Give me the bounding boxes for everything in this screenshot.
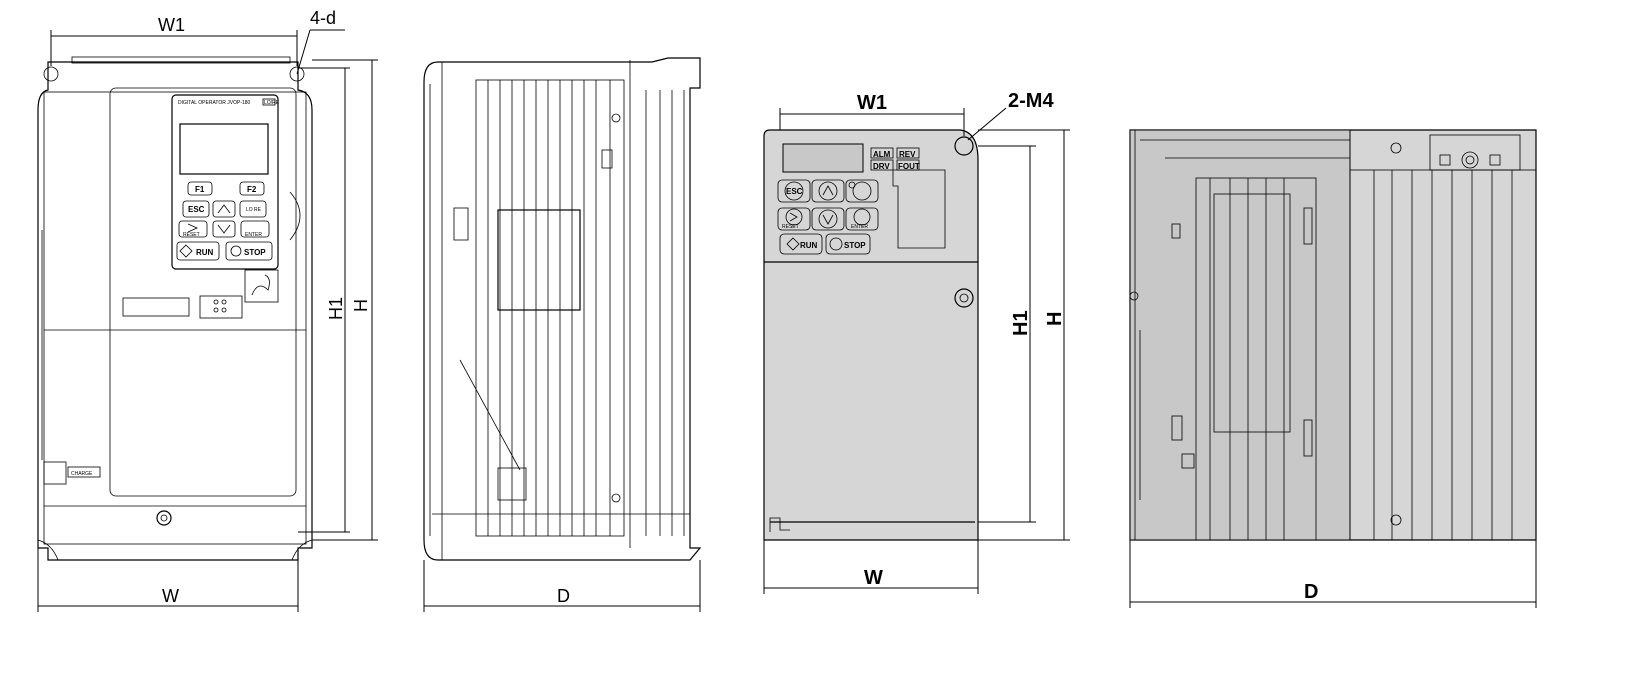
key-lo-re[interactable] xyxy=(239,200,267,218)
small-dim-holes-label: 2-M4 xyxy=(1008,90,1054,112)
right-arrow-icon xyxy=(187,223,198,233)
dim-h1-label: H1 xyxy=(326,297,346,320)
small-key-reset-label: RESET xyxy=(782,224,799,230)
small-key-down[interactable] xyxy=(811,207,845,231)
small-front-view: ALM REV DRV FOUT ESC RESET ENTER RUN S xyxy=(763,90,1070,594)
small-key-stop-label: STOP xyxy=(844,241,866,250)
key-f1-label: F1 xyxy=(195,185,205,194)
small-down-arrow-icon xyxy=(822,214,834,225)
small-key-run-label: RUN xyxy=(800,241,818,250)
small-key-esc[interactable] xyxy=(777,179,811,203)
key-run[interactable] xyxy=(176,241,220,261)
operator-badge: LO/RE xyxy=(264,100,280,106)
key-esc[interactable] xyxy=(182,200,210,218)
dim-w1-label: W1 xyxy=(158,15,185,35)
small-key-enter-label: ENTER xyxy=(851,224,868,230)
small-right-arrow-icon xyxy=(789,212,798,222)
up-arrow-icon xyxy=(217,204,231,214)
key-up[interactable] xyxy=(212,200,236,218)
key-f1[interactable] xyxy=(187,181,213,196)
key-esc-label: ESC xyxy=(188,205,205,214)
small-key-esc-label: ESC xyxy=(786,187,803,196)
key-reset[interactable] xyxy=(178,220,208,238)
key-enter-label: ENTER xyxy=(245,232,262,238)
small-key-enter[interactable] xyxy=(845,207,879,231)
large-side-view: D xyxy=(423,57,702,612)
dim-w-label: W xyxy=(162,586,179,606)
large-front-view: DIGITAL OPERATOR JVOP-180 LO/RE F1 F2 ES… xyxy=(37,8,378,612)
small-key-lo-re[interactable] xyxy=(845,179,879,203)
stop-gear-icon xyxy=(230,245,242,257)
led-fout: FOUT xyxy=(898,162,920,171)
small-dim-h-label: H xyxy=(1044,312,1066,326)
led-window xyxy=(199,295,243,319)
charge-label-box xyxy=(67,466,101,478)
small-up-arrow-icon xyxy=(822,185,834,196)
mount-hole-tl xyxy=(43,66,59,82)
connector-port xyxy=(244,269,279,303)
small-dim-d-label: D xyxy=(1304,581,1318,603)
key-stop-label: STOP xyxy=(244,248,266,257)
down-arrow-icon xyxy=(217,224,231,234)
key-run-label: RUN xyxy=(196,248,214,257)
nameplate-window xyxy=(122,297,190,317)
key-f2-label: F2 xyxy=(247,185,257,194)
small-side-view: D xyxy=(1129,129,1537,608)
small-run-diamond-icon xyxy=(786,237,800,251)
charge-label: CHARGE xyxy=(71,471,93,477)
digital-operator: DIGITAL OPERATOR JVOP-180 LO/RE F1 F2 ES… xyxy=(171,94,280,270)
mount-hole-tr xyxy=(289,66,305,82)
key-reset-label: RESET xyxy=(183,232,200,238)
operator-display xyxy=(179,123,269,175)
key-lo-re-label: LO RE xyxy=(246,207,262,213)
led-alm: ALM xyxy=(873,150,891,159)
key-f2[interactable] xyxy=(239,181,265,196)
small-key-up[interactable] xyxy=(811,179,845,203)
operator-model-text: DIGITAL OPERATOR JVOP-180 xyxy=(178,100,251,106)
key-stop[interactable] xyxy=(225,241,273,261)
dim-h-label: H xyxy=(351,299,371,312)
dim-d-label: D xyxy=(557,586,570,606)
small-display xyxy=(782,143,864,173)
led-drv: DRV xyxy=(873,162,890,171)
dim-holes-label: 4-d xyxy=(310,8,336,28)
small-dim-w-label: W xyxy=(864,567,883,589)
small-screw-icon xyxy=(954,288,974,308)
mount-hole-m4 xyxy=(954,136,974,156)
key-enter[interactable] xyxy=(240,220,270,238)
small-stop-gear-icon xyxy=(829,237,843,251)
led-rev: REV xyxy=(899,150,916,159)
small-dim-h1-label: H1 xyxy=(1010,310,1032,336)
small-key-stop[interactable] xyxy=(825,233,871,255)
small-key-run[interactable] xyxy=(779,233,823,255)
run-diamond-icon xyxy=(179,244,193,258)
bottom-screw-icon xyxy=(156,510,172,526)
small-key-reset[interactable] xyxy=(777,207,811,231)
small-dim-w1-label: W1 xyxy=(857,92,887,114)
key-down[interactable] xyxy=(212,220,236,238)
